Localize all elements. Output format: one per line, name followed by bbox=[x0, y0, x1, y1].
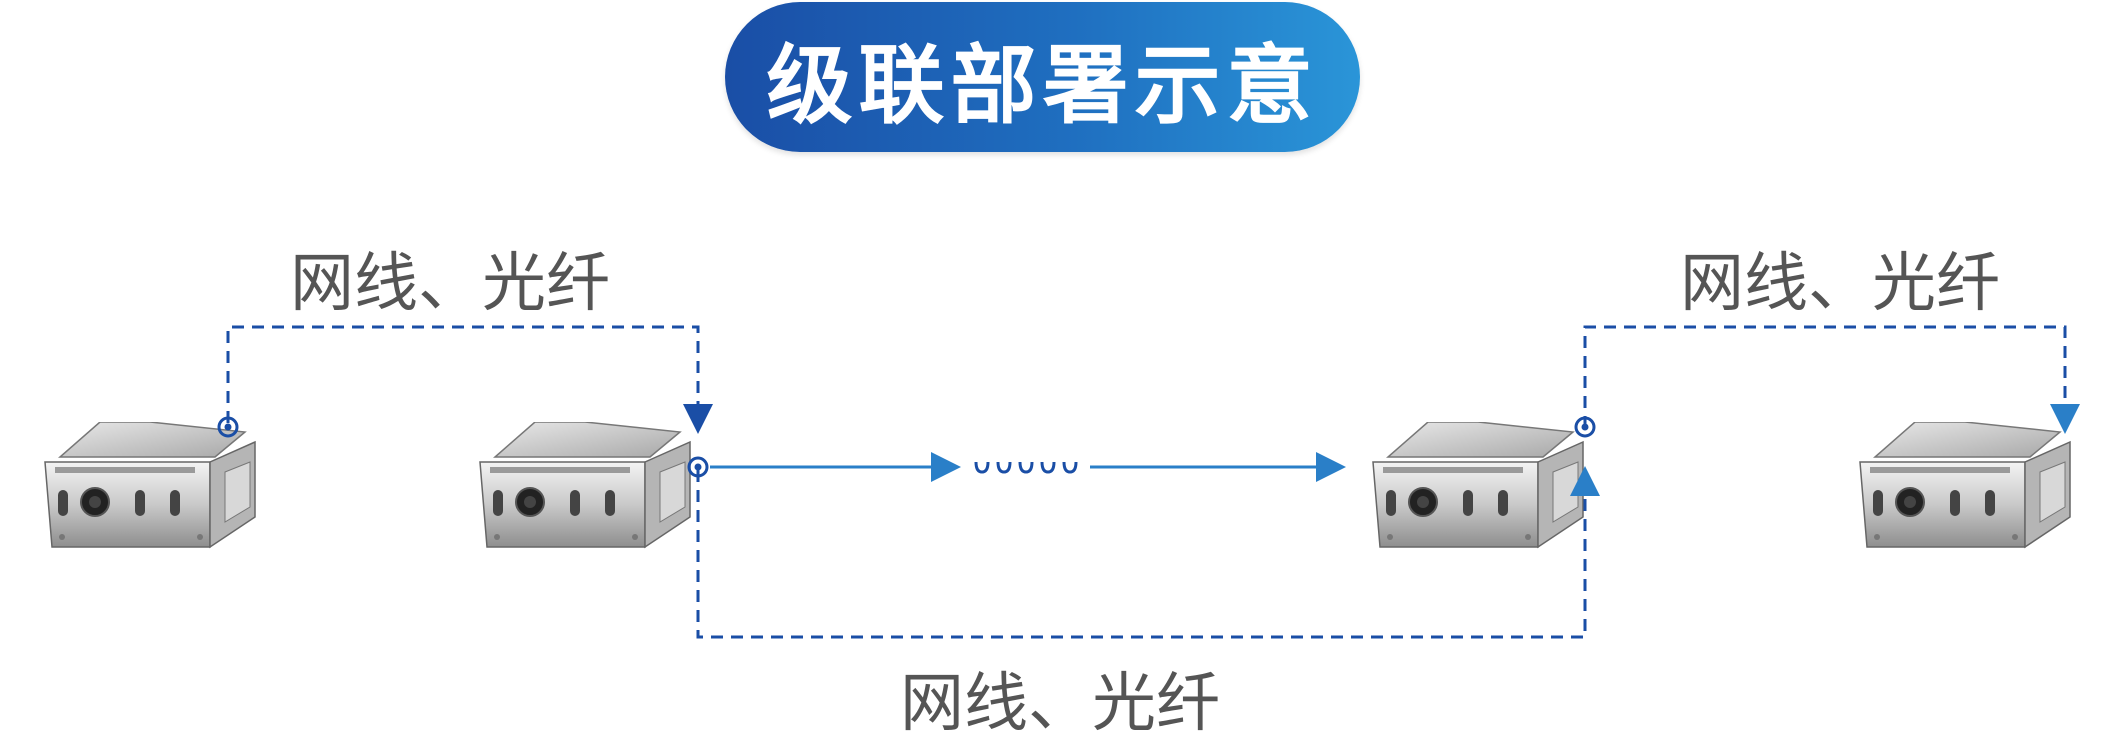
camera-3-icon bbox=[1372, 422, 1584, 548]
ellipsis-marks bbox=[974, 461, 1078, 474]
camera-4-icon bbox=[1859, 422, 2071, 548]
dashed-link-top-right bbox=[1583, 325, 2080, 434]
link-label-top-right: 网线、光纤 bbox=[1680, 247, 2000, 321]
camera-1-icon bbox=[44, 422, 256, 548]
title-banner: 级联部署示意 bbox=[725, 2, 1360, 152]
link-label-top-left: 网线、光纤 bbox=[290, 247, 610, 321]
diagram-title: 级联部署示意 bbox=[766, 35, 1319, 136]
link-label-bottom: 网线、光纤 bbox=[900, 667, 1220, 741]
dashed-link-top-left bbox=[226, 325, 713, 434]
camera-2-icon bbox=[479, 422, 691, 548]
dashed-link-bottom bbox=[696, 466, 1600, 639]
